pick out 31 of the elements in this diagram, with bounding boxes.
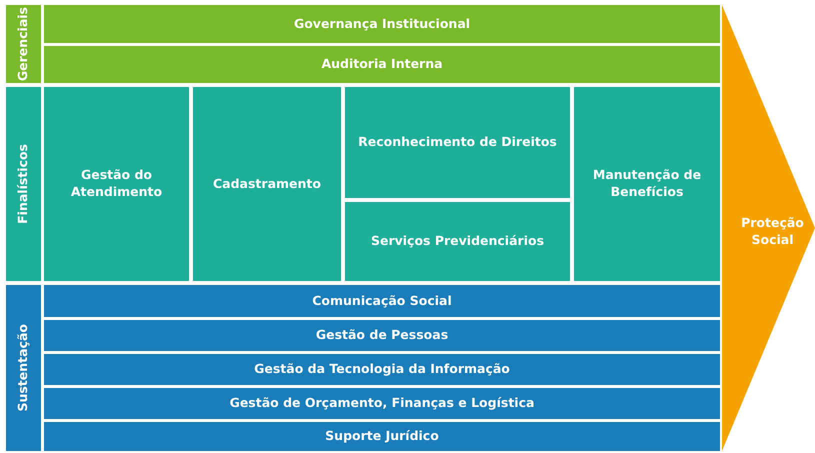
process-box: [345, 87, 570, 198]
category-label: Sustentação: [15, 324, 32, 412]
process-box: [44, 87, 189, 281]
process-bar: [44, 320, 720, 351]
category-band: [6, 285, 41, 451]
category-label: Finalísticos: [15, 144, 32, 224]
node-label: Gestão de Orçamento, Finanças e Logística: [230, 395, 534, 412]
node-label: Proteção Social: [740, 215, 805, 249]
process-box: [345, 202, 570, 281]
node-label: Auditoria Interna: [321, 56, 443, 73]
node-label: Gestão de Pessoas: [316, 327, 448, 344]
node-label: Comunicação Social: [312, 292, 452, 310]
process-bar: [44, 422, 720, 451]
process-box: [574, 87, 720, 281]
node-label: Manutenção de Benefícios: [592, 167, 702, 201]
process-bar: [44, 46, 720, 83]
node-label: Reconhecimento de Direitos: [358, 134, 557, 151]
node-label: Governança Institucional: [294, 16, 470, 32]
process-box: [193, 87, 341, 281]
category-label: Gerenciais: [15, 6, 32, 82]
node-label: Gestão da Tecnologia da Informação: [254, 361, 510, 378]
node-label: Cadastramento: [213, 176, 321, 192]
node-label: Suporte Jurídico: [325, 428, 439, 445]
node-label: Serviços Previdenciários: [370, 233, 544, 250]
process-bar: [44, 354, 720, 385]
node-label: Gestão do Atendimento: [70, 167, 164, 201]
process-bar: [44, 5, 720, 43]
category-band: [6, 87, 41, 281]
process-bar: [44, 285, 720, 317]
category-band: [6, 5, 41, 83]
process-bar: [44, 388, 720, 419]
